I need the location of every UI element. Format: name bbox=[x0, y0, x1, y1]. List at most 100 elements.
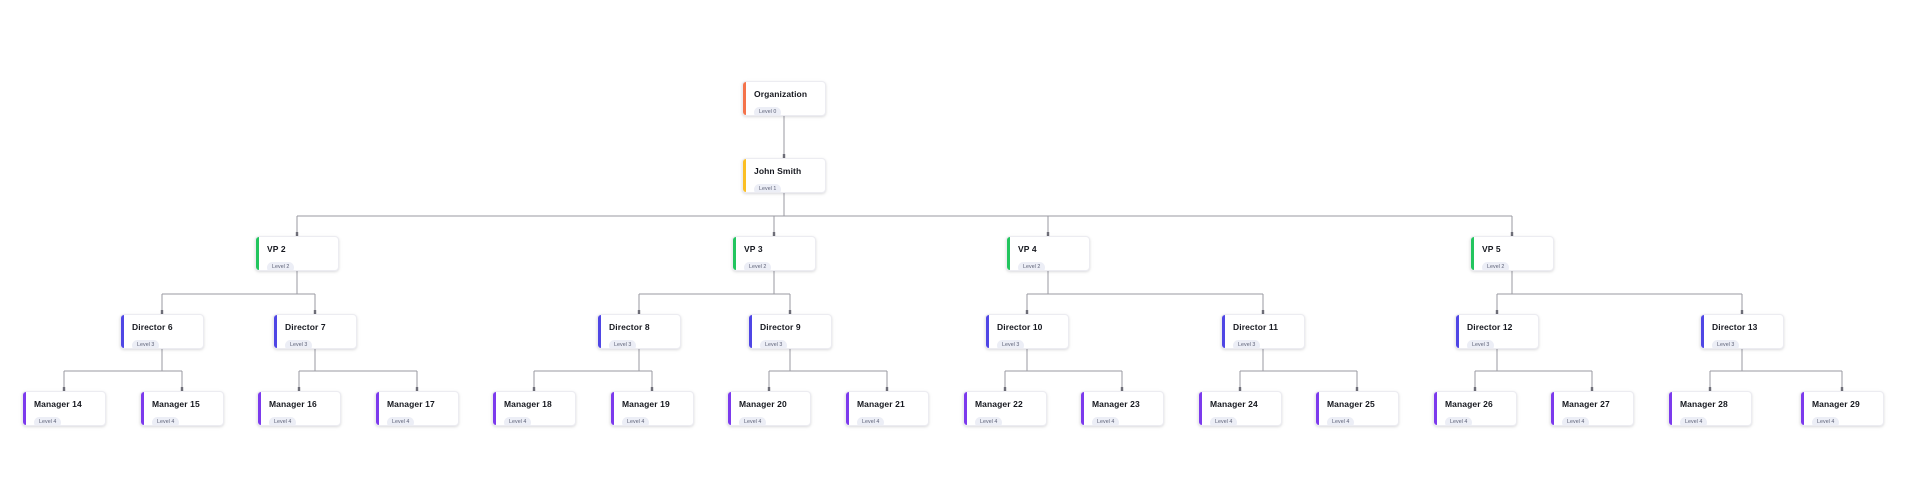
node-title: Manager 17 bbox=[387, 399, 435, 409]
node-title: VP 3 bbox=[744, 244, 763, 254]
node-level-badge: Level 3 bbox=[1712, 340, 1740, 348]
node-level-badge: Level 4 bbox=[504, 417, 532, 425]
node-level-badge: Level 2 bbox=[1018, 262, 1046, 270]
node-accent-bar bbox=[1471, 237, 1474, 270]
node-title: Manager 25 bbox=[1327, 399, 1375, 409]
node-accent-bar bbox=[121, 315, 124, 348]
node-accent-bar bbox=[1669, 392, 1672, 425]
node-accent-bar bbox=[598, 315, 601, 348]
node-level-badge: Level 0 bbox=[754, 107, 782, 115]
node-level-badge: Level 4 bbox=[34, 417, 62, 425]
org-node-n15[interactable]: Manager 15 Level 4 bbox=[140, 391, 224, 426]
org-node-n4[interactable]: VP 4 Level 2 bbox=[1006, 236, 1090, 271]
node-accent-bar bbox=[256, 237, 259, 270]
node-accent-bar bbox=[1434, 392, 1437, 425]
node-level-badge: Level 4 bbox=[1210, 417, 1238, 425]
org-node-n28[interactable]: Manager 28 Level 4 bbox=[1668, 391, 1752, 426]
node-accent-bar bbox=[1222, 315, 1225, 348]
node-title: Director 9 bbox=[760, 322, 801, 332]
node-level-badge: Level 4 bbox=[975, 417, 1003, 425]
node-accent-bar bbox=[986, 315, 989, 348]
node-level-badge: Level 4 bbox=[739, 417, 767, 425]
node-accent-bar bbox=[1801, 392, 1804, 425]
node-accent-bar bbox=[493, 392, 496, 425]
node-title: Manager 14 bbox=[34, 399, 82, 409]
org-node-n7[interactable]: Director 7 Level 3 bbox=[273, 314, 357, 349]
org-node-n3[interactable]: VP 3 Level 2 bbox=[732, 236, 816, 271]
node-level-badge: Level 4 bbox=[1445, 417, 1473, 425]
node-level-badge: Level 4 bbox=[387, 417, 415, 425]
node-title: Manager 24 bbox=[1210, 399, 1258, 409]
node-level-badge: Level 2 bbox=[1482, 262, 1510, 270]
node-title: Manager 22 bbox=[975, 399, 1023, 409]
node-accent-bar bbox=[1551, 392, 1554, 425]
node-accent-bar bbox=[728, 392, 731, 425]
node-accent-bar bbox=[964, 392, 967, 425]
node-level-badge: Level 2 bbox=[744, 262, 772, 270]
org-node-n9[interactable]: Director 9 Level 3 bbox=[748, 314, 832, 349]
node-level-badge: Level 2 bbox=[267, 262, 295, 270]
node-accent-bar bbox=[23, 392, 26, 425]
node-level-badge: Level 4 bbox=[1562, 417, 1590, 425]
node-title: Organization bbox=[754, 89, 808, 99]
node-accent-bar bbox=[258, 392, 261, 425]
node-accent-bar bbox=[274, 315, 277, 348]
node-title: Director 8 bbox=[609, 322, 650, 332]
org-node-n11[interactable]: Director 11 Level 3 bbox=[1221, 314, 1305, 349]
node-title: Manager 23 bbox=[1092, 399, 1140, 409]
node-level-badge: Level 3 bbox=[285, 340, 313, 348]
node-level-badge: Level 3 bbox=[132, 340, 160, 348]
node-title: Director 7 bbox=[285, 322, 326, 332]
node-title: Manager 20 bbox=[739, 399, 787, 409]
node-level-badge: Level 3 bbox=[997, 340, 1025, 348]
org-node-n24[interactable]: Manager 24 Level 4 bbox=[1198, 391, 1282, 426]
org-node-n10[interactable]: Director 10 Level 3 bbox=[985, 314, 1069, 349]
org-node-n18[interactable]: Manager 18 Level 4 bbox=[492, 391, 576, 426]
node-title: Manager 28 bbox=[1680, 399, 1728, 409]
org-node-n22[interactable]: Manager 22 Level 4 bbox=[963, 391, 1047, 426]
org-node-n14[interactable]: Manager 14 Level 4 bbox=[22, 391, 106, 426]
org-node-n17[interactable]: Manager 17 Level 4 bbox=[375, 391, 459, 426]
node-level-badge: Level 4 bbox=[152, 417, 180, 425]
node-accent-bar bbox=[1456, 315, 1459, 348]
node-title: VP 4 bbox=[1018, 244, 1037, 254]
node-title: Manager 16 bbox=[269, 399, 317, 409]
org-node-n20[interactable]: Manager 20 Level 4 bbox=[727, 391, 811, 426]
node-title: Director 11 bbox=[1233, 322, 1279, 332]
node-title: Director 10 bbox=[997, 322, 1043, 332]
node-level-badge: Level 4 bbox=[1812, 417, 1840, 425]
node-accent-bar bbox=[846, 392, 849, 425]
node-level-badge: Level 4 bbox=[1680, 417, 1708, 425]
node-title: Manager 21 bbox=[857, 399, 905, 409]
node-accent-bar bbox=[743, 82, 746, 115]
node-title: Manager 15 bbox=[152, 399, 200, 409]
node-title: Manager 18 bbox=[504, 399, 552, 409]
org-node-n12[interactable]: Director 12 Level 3 bbox=[1455, 314, 1539, 349]
node-level-badge: Level 4 bbox=[622, 417, 650, 425]
node-accent-bar bbox=[733, 237, 736, 270]
node-level-badge: Level 3 bbox=[1467, 340, 1495, 348]
node-accent-bar bbox=[1081, 392, 1084, 425]
node-level-badge: Level 3 bbox=[760, 340, 788, 348]
node-title: Director 12 bbox=[1467, 322, 1513, 332]
node-accent-bar bbox=[1316, 392, 1319, 425]
org-node-n23[interactable]: Manager 23 Level 4 bbox=[1080, 391, 1164, 426]
node-accent-bar bbox=[1701, 315, 1704, 348]
node-level-badge: Level 4 bbox=[1092, 417, 1120, 425]
node-level-badge: Level 3 bbox=[1233, 340, 1261, 348]
